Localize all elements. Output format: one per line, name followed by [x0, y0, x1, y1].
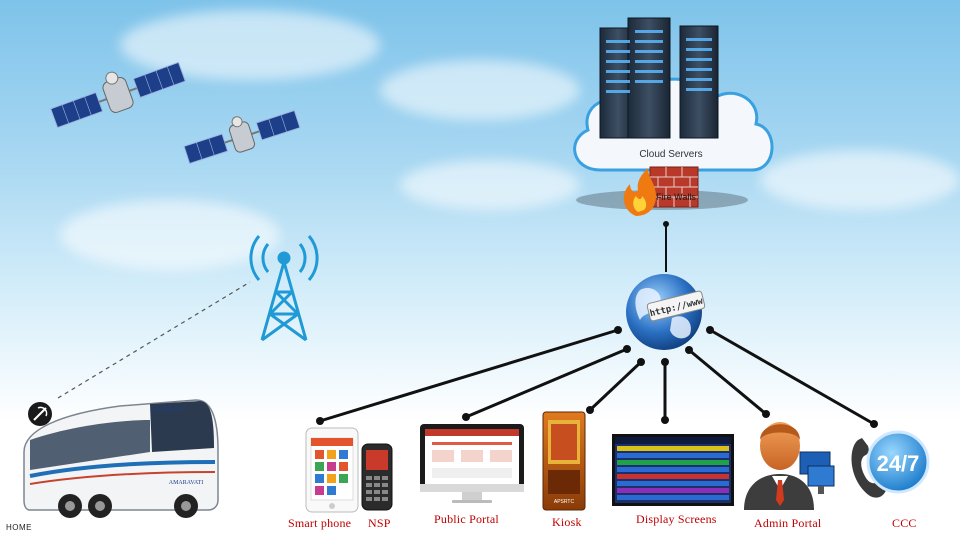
label-kiosk: Kiosk	[552, 515, 582, 530]
firewall-caption: Fire Walls	[656, 192, 696, 202]
connector-lines	[320, 330, 874, 424]
label-public-portal: Public Portal	[434, 512, 499, 527]
label-ccc: CCC	[892, 516, 917, 531]
kiosk-icon: APSRTC	[543, 412, 585, 510]
bus-icon: APSRTC AMARAVATI	[24, 400, 218, 518]
wireless-link	[58, 282, 250, 398]
monitor-icon	[420, 424, 524, 503]
tower-icon	[251, 236, 317, 340]
label-display-screens: Display Screens	[636, 512, 717, 527]
satellite-icon	[180, 99, 301, 168]
label-nsp: NSP	[368, 516, 391, 531]
display-screen-icon	[612, 434, 734, 506]
smartphone-icon	[306, 428, 358, 512]
globe-icon: http://www	[626, 274, 705, 350]
ccc-icon-text: 24/7	[877, 451, 920, 476]
gps-icon	[28, 402, 52, 426]
feature-phone-icon	[362, 444, 392, 510]
bus-side-text: AMARAVATI	[169, 480, 203, 486]
admin-person-icon	[744, 422, 834, 510]
connector-dot	[663, 221, 669, 227]
cloud-caption: Cloud Servers	[639, 149, 702, 160]
bus-brand-text: APSRTC	[150, 405, 186, 414]
home-link[interactable]: HOME	[6, 523, 32, 532]
kiosk-brand-text: APSRTC	[554, 499, 575, 505]
firewall-icon	[576, 167, 748, 210]
satellite-icon	[46, 49, 187, 133]
server-rack-icon	[600, 18, 718, 138]
support-24-7-icon: 24/7	[852, 432, 928, 498]
label-smart-phone: Smart phone	[288, 516, 351, 531]
label-admin-portal: Admin Portal	[754, 516, 821, 531]
